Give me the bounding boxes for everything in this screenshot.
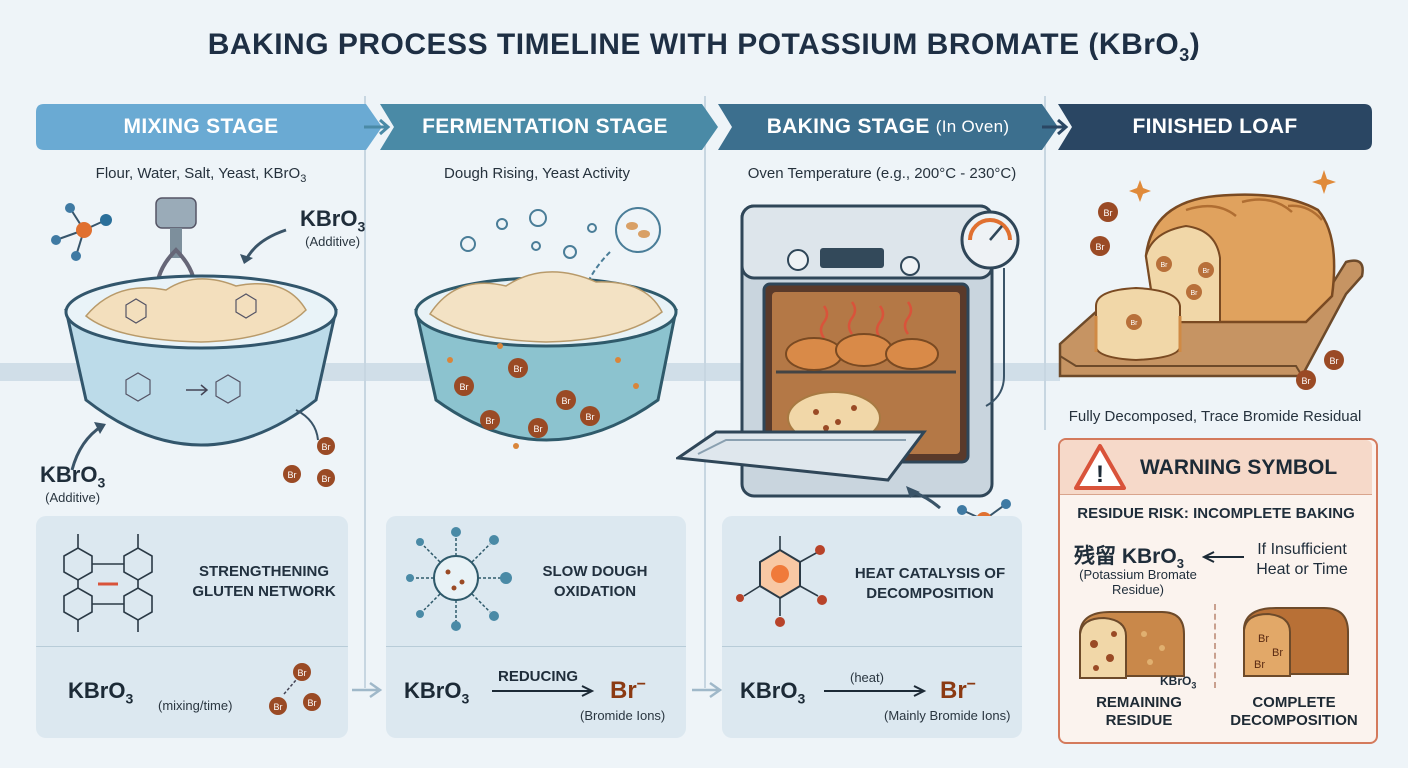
svg-text:Br: Br [1191, 290, 1199, 297]
remaining-residue-loaf [1079, 611, 1185, 679]
bromide-ion-group: Br Br Br [283, 437, 335, 487]
complete-decomposition-loaf: Br Br Br [1243, 607, 1349, 677]
baking-caption: Oven Temperature (e.g., 200°C - 230°C) [747, 165, 1017, 182]
stage-banners [36, 104, 1372, 150]
warning-risk: RESIDUE RISK: INCOMPLETE BAKING [1077, 505, 1355, 522]
svg-text:Br: Br [322, 474, 331, 484]
fermentation-equation-product: Br− [610, 676, 647, 704]
stage-finished-label: FINISHED LOAF [1132, 115, 1298, 138]
page-title: BAKING PROCESS TIMELINE WITH POTASSIUM B… [207, 28, 1201, 65]
oven-illustration [676, 204, 1020, 510]
warning-icon: ! [1074, 444, 1126, 490]
fermentation-bowl-illustration: Br Br Br Br Br Br [414, 207, 678, 449]
svg-text:Br: Br [1096, 242, 1105, 252]
warning-arrow [1202, 551, 1244, 563]
svg-text:Br: Br [534, 424, 543, 434]
mixing-caption: Flour, Water, Salt, Yeast, KBrO3 [95, 165, 307, 185]
svg-text:!: ! [1096, 461, 1104, 488]
finished-caption: Fully Decomposed, Trace Bromide Residual [1068, 408, 1362, 425]
mixing-bowl-illustration: Br Br Br [51, 197, 338, 487]
oxidation-icon [406, 527, 512, 631]
gluten-network-icon [63, 534, 153, 632]
additive-label-top: KBrO3 (Additive) [300, 206, 366, 250]
svg-text:Br: Br [1161, 262, 1169, 269]
mixing-equation-reactant: KBrO3 [68, 678, 134, 707]
warning-title: WARNING SYMBOL [1140, 456, 1338, 479]
baking-equation-product: Br− [940, 676, 977, 704]
svg-text:Br: Br [1272, 647, 1283, 659]
fermentation-info-panel [386, 516, 686, 738]
svg-text:Br: Br [514, 364, 523, 374]
svg-text:Br: Br [1302, 376, 1311, 386]
svg-text:Br: Br [1131, 320, 1139, 327]
baking-equation-reactant: KBrO3 [740, 678, 806, 707]
additive-label-left: KBrO3 (Additive) [40, 462, 106, 506]
fermentation-arrow [492, 685, 595, 697]
svg-text:Br: Br [460, 382, 469, 392]
baking-arrow [824, 685, 927, 697]
svg-text:Br: Br [298, 668, 307, 678]
fermentation-equation-note: (Bromide Ions) [580, 708, 666, 723]
fermentation-arrow-label: REDUCING [498, 668, 579, 685]
mixing-equation-note: (mixing/time) [158, 698, 233, 713]
finished-loaf-illustration: Br Br Br Br Br Br Br Br [1058, 170, 1364, 390]
svg-text:Br: Br [1254, 659, 1265, 671]
heat-catalysis-icon [736, 536, 827, 627]
fermentation-caption: Dough Rising, Yeast Activity [444, 165, 630, 182]
svg-text:Br: Br [562, 396, 571, 406]
mixing-equation-ions: Br Br Br [269, 663, 321, 715]
svg-text:Br: Br [486, 416, 495, 426]
stage-fermentation-label: FERMENTATION STAGE [422, 115, 668, 138]
svg-text:Br: Br [274, 702, 283, 712]
remaining-loaf-label: KBrO3 [1160, 674, 1197, 691]
svg-text:Br: Br [1258, 633, 1269, 645]
svg-text:Br: Br [1104, 208, 1113, 218]
warning-residue-formula: 残留 KBrO3 [1074, 545, 1184, 572]
svg-text:Br: Br [1203, 268, 1211, 275]
svg-text:Br: Br [308, 698, 317, 708]
baking-info-panel [722, 516, 1022, 738]
baking-equation-note: (Mainly Bromide Ions) [884, 708, 1011, 723]
svg-text:Br: Br [586, 412, 595, 422]
baking-arrow-label: (heat) [850, 670, 884, 685]
stage-baking-label: BAKING STAGE(In Oven) [766, 115, 1010, 138]
fermentation-equation-reactant: KBrO3 [404, 678, 470, 707]
svg-text:Br: Br [322, 442, 331, 452]
svg-text:Br: Br [288, 470, 297, 480]
stage-mixing-label: MIXING STAGE [123, 115, 279, 138]
svg-text:Br: Br [1330, 356, 1339, 366]
